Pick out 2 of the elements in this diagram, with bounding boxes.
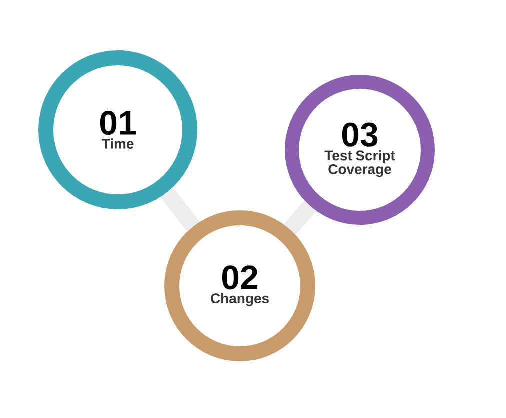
bridge [284,200,316,235]
bridge [160,188,200,232]
